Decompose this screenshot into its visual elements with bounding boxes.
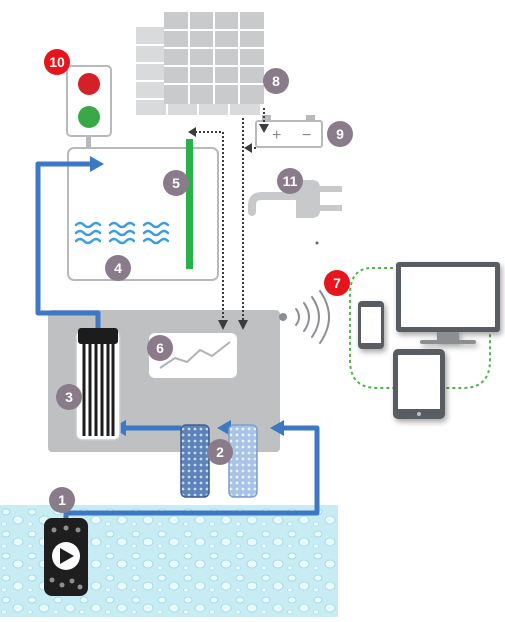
badge-label: 6 — [156, 340, 164, 356]
badge-11: 11 — [277, 168, 303, 194]
badge-7: 7 — [324, 270, 350, 296]
dot-marker — [315, 241, 319, 245]
badge-circle — [207, 439, 233, 465]
traffic-light-icon — [66, 65, 112, 150]
monitor-icon — [396, 262, 500, 344]
filter-cartridge-icon — [180, 424, 258, 498]
badge-circle — [49, 487, 75, 513]
badge-circle — [147, 335, 173, 361]
badge-label: 1 — [58, 492, 66, 508]
badge-5: 5 — [163, 170, 189, 196]
badge-label: 7 — [333, 275, 341, 291]
badge-label: 8 — [272, 73, 280, 89]
badge-circle — [324, 270, 350, 296]
badge-circle — [163, 170, 189, 196]
badge-circle — [105, 255, 131, 281]
uv-lamp-icon — [75, 328, 121, 441]
pipe-intake — [63, 425, 320, 518]
signal-wire-arrows — [188, 124, 269, 330]
badge-1: 1 — [49, 487, 75, 513]
badges: 1 2 3 4 5 6 7 8 9 10 11 — [44, 49, 353, 513]
badge-3: 3 — [56, 384, 82, 410]
badge-label: 10 — [49, 54, 65, 70]
filter-cartridge-coarse — [180, 424, 210, 498]
light-red — [78, 73, 100, 95]
badge-circle — [327, 121, 353, 147]
badge-2: 2 — [207, 439, 233, 465]
light-green — [78, 106, 100, 128]
battery-plus: + — [272, 127, 281, 144]
power-plug-icon — [248, 180, 342, 218]
badge-9: 9 — [327, 121, 353, 147]
badge-label: 4 — [114, 260, 122, 276]
badge-label: 5 — [172, 175, 180, 191]
battery-minus: − — [302, 127, 311, 144]
badge-label: 2 — [216, 444, 224, 460]
pump-icon — [44, 518, 88, 596]
battery-icon: + − — [255, 115, 323, 148]
badge-circle — [263, 68, 289, 94]
filter-cartridge-fine — [228, 424, 258, 498]
pipe-uv-to-tank — [35, 161, 101, 330]
wifi-signal-icon — [295, 290, 330, 344]
badge-label: 3 — [65, 389, 73, 405]
badge-10: 10 — [44, 49, 70, 75]
solar-panel-icon — [136, 12, 264, 115]
badge-circle — [56, 384, 82, 410]
water-waves — [74, 221, 170, 245]
badge-6: 6 — [147, 335, 173, 361]
badge-4: 4 — [105, 255, 131, 281]
badge-label: 9 — [336, 126, 344, 142]
badge-circle — [44, 49, 70, 75]
level-sensor-icon — [186, 139, 193, 269]
phone-icon — [358, 301, 384, 349]
tablet-icon — [393, 349, 445, 419]
badge-8: 8 — [263, 68, 289, 94]
badge-label: 11 — [283, 173, 298, 189]
badge-circle — [277, 168, 303, 194]
